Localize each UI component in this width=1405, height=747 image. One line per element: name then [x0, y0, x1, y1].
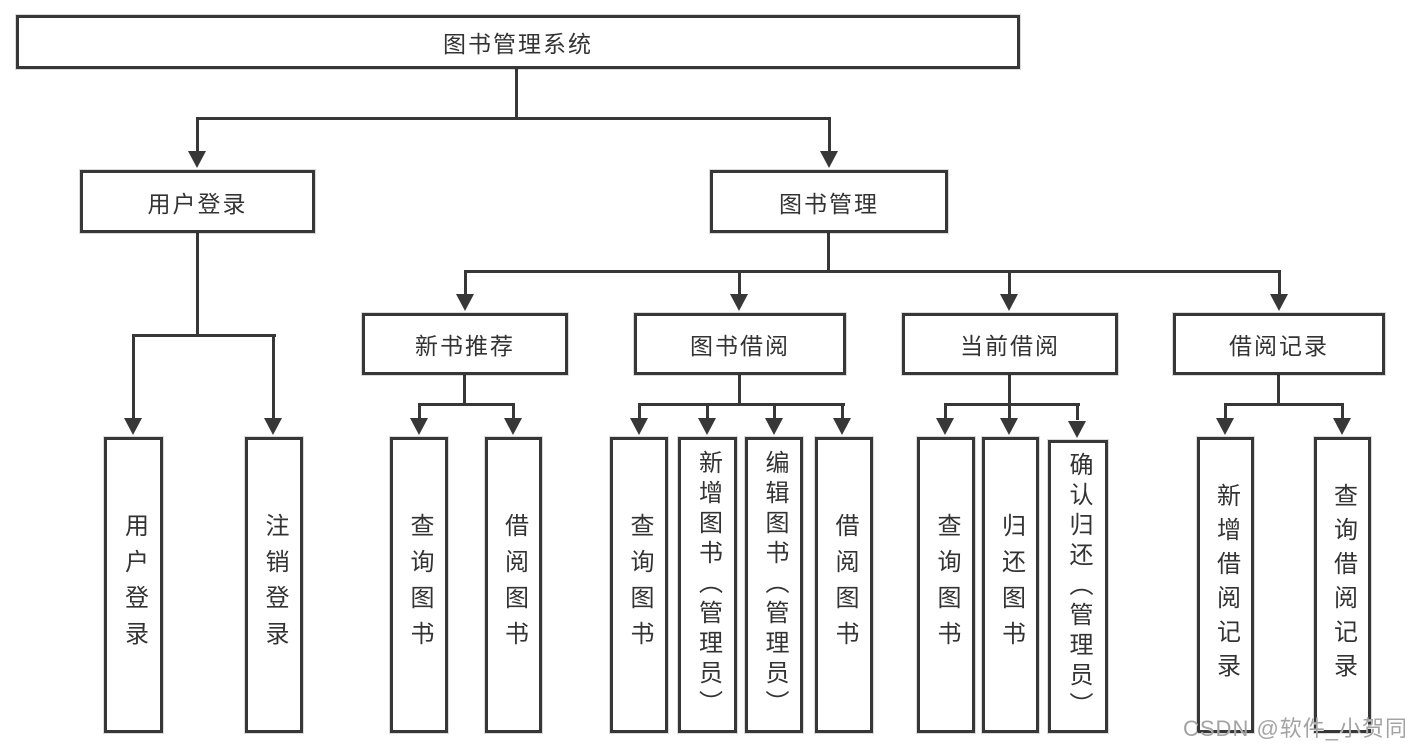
node-label: 借阅记录	[1229, 333, 1329, 359]
node-label: 查询图书	[933, 513, 960, 657]
node-label: 查询图书	[626, 513, 653, 657]
node-label: 当前借阅	[960, 333, 1060, 359]
arrow-down-icon	[630, 418, 648, 435]
connector-stem	[196, 232, 199, 337]
leaf-logout-login: 注销登录	[245, 437, 303, 733]
node-label: 归还图书	[997, 513, 1025, 657]
arrow-down-icon	[410, 418, 428, 435]
leaf-user-login: 用户登录	[104, 437, 163, 733]
node-label: 用户登录	[147, 190, 248, 217]
connector-shaft	[773, 403, 776, 420]
arrow-down-icon	[1000, 294, 1018, 311]
connector-shaft	[828, 117, 831, 152]
leaf-borrow-books-recommend: 借阅图书	[485, 437, 542, 733]
connector-shaft	[512, 403, 515, 420]
connector-stem	[1277, 374, 1280, 406]
node-borrow-records: 借阅记录	[1173, 313, 1385, 375]
connector-shaft	[841, 403, 844, 420]
arrow-down-icon	[698, 418, 716, 435]
node-new-book-recommend: 新书推荐	[362, 313, 568, 375]
connector-stem	[1008, 374, 1011, 406]
arrow-down-icon	[730, 294, 748, 311]
arrow-down-icon	[1270, 294, 1288, 311]
connector-shaft	[464, 270, 467, 296]
leaf-borrow-books: 借阅图书	[815, 437, 873, 733]
node-label: 新增借阅记录	[1212, 483, 1240, 687]
arrow-down-icon	[1000, 418, 1018, 435]
leaf-confirm-return-admin: 确认归还（管理员）	[1048, 440, 1108, 733]
connector-shaft	[1341, 403, 1344, 420]
arrow-down-icon	[820, 151, 838, 168]
connector-root-stem	[515, 68, 518, 118]
leaf-query-books-borrowing: 查询图书	[610, 437, 668, 733]
connector-stem	[827, 232, 830, 273]
watermark-text: CSDN @软件_小贺同学	[1183, 716, 1405, 741]
node-label: 新书推荐	[415, 333, 515, 359]
connector-shaft	[1076, 403, 1079, 420]
connector-crossbar	[132, 334, 276, 337]
connector-root-crossbar	[196, 117, 831, 120]
leaf-query-borrow-record: 查询借阅记录	[1314, 437, 1371, 733]
connector-shaft	[1008, 403, 1011, 420]
node-label: 确认归还（管理员）	[1065, 451, 1092, 722]
node-label: 新增图书（管理员）	[694, 450, 722, 720]
leaf-edit-books-admin: 编辑图书（管理员）	[745, 437, 803, 733]
connector-crossbar	[418, 403, 515, 406]
node-label: 借阅图书	[500, 513, 528, 657]
leaf-return-books: 归还图书	[982, 437, 1039, 733]
connector-shaft	[944, 403, 947, 420]
node-label: 编辑图书（管理员）	[761, 450, 788, 720]
connector-shaft	[706, 403, 709, 420]
arrow-down-icon	[765, 418, 783, 435]
arrow-down-icon	[936, 418, 954, 435]
node-label: 图书管理	[779, 190, 879, 217]
node-label: 图书借阅	[690, 333, 790, 359]
arrow-down-icon	[264, 418, 282, 435]
arrow-down-icon	[188, 151, 206, 168]
arrow-down-icon	[833, 418, 851, 435]
connector-shaft	[272, 334, 275, 419]
connector-shaft	[196, 117, 199, 152]
node-book-management: 图书管理	[710, 170, 948, 233]
connector-crossbar	[464, 270, 1281, 273]
leaf-add-borrow-record: 新增借阅记录	[1197, 437, 1254, 733]
node-label: 借阅图书	[831, 513, 858, 657]
arrow-down-icon	[124, 418, 142, 435]
node-library-management-system: 图书管理系统	[16, 15, 1020, 69]
connector-crossbar	[638, 403, 845, 406]
connector-shaft	[638, 403, 641, 420]
arrow-down-icon	[1068, 421, 1086, 438]
node-label: 查询借阅记录	[1329, 483, 1357, 687]
connector-crossbar	[1224, 403, 1344, 406]
leaf-query-books-recommend: 查询图书	[390, 437, 448, 733]
connector-shaft	[418, 403, 421, 420]
node-user-login: 用户登录	[80, 170, 315, 233]
leaf-add-books-admin: 新增图书（管理员）	[678, 437, 737, 733]
connector-stem	[463, 374, 466, 406]
connector-shaft	[1008, 270, 1011, 296]
connector-crossbar	[944, 403, 1080, 406]
node-label: 用户登录	[120, 513, 148, 657]
node-label: 注销登录	[261, 513, 288, 657]
connector-shaft	[132, 334, 135, 419]
connector-stem	[738, 374, 741, 406]
arrow-down-icon	[1216, 418, 1234, 435]
connector-shaft	[1278, 270, 1281, 296]
arrow-down-icon	[1333, 418, 1351, 435]
connector-shaft	[1224, 403, 1227, 420]
node-label: 查询图书	[406, 513, 433, 657]
node-book-borrowing: 图书借阅	[634, 313, 846, 375]
connector-shaft	[738, 270, 741, 296]
arrow-down-icon	[456, 294, 474, 311]
leaf-query-books-current: 查询图书	[917, 437, 975, 733]
node-current-borrowing: 当前借阅	[902, 313, 1118, 375]
node-label: 图书管理系统	[443, 31, 593, 57]
arrow-down-icon	[504, 418, 522, 435]
